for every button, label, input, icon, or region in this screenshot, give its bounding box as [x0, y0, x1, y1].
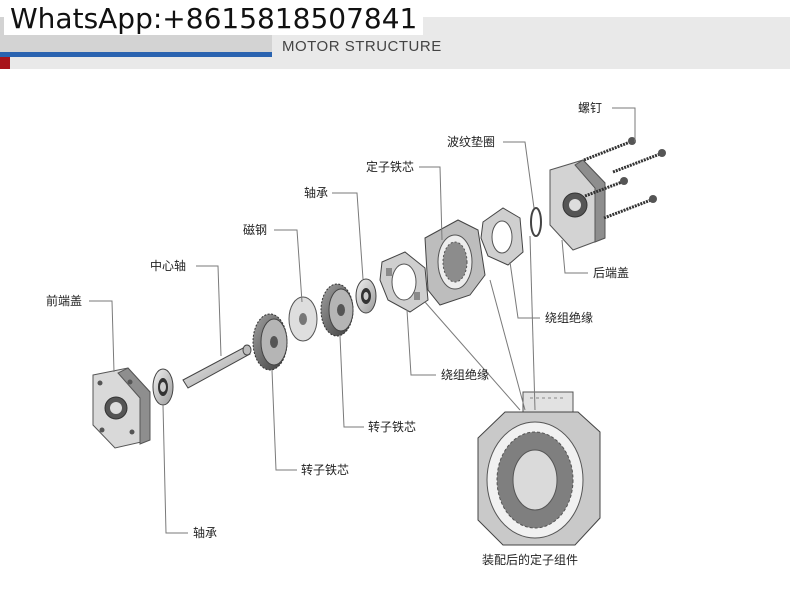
label-rotor-core-left: 转子铁芯 [301, 462, 349, 477]
bearing-bottom-part [152, 368, 174, 406]
rear-cover-part [549, 159, 606, 251]
label-center-shaft: 中心轴 [150, 258, 186, 273]
label-rotor-core-right: 转子铁芯 [368, 419, 416, 434]
label-bearing-bottom: 轴承 [193, 525, 217, 540]
rotor-core-right-part [320, 283, 354, 337]
label-magnet: 磁钢 [243, 222, 267, 237]
leader-lines [89, 107, 636, 534]
label-front-cover: 前端盖 [46, 293, 82, 308]
label-bearing-top: 轴承 [304, 185, 328, 200]
header-red-marker [0, 57, 10, 69]
bearing-top-part [355, 278, 377, 314]
label-stator-core: 定子铁芯 [366, 159, 414, 174]
wave-washer-part [530, 207, 542, 237]
winding-insulation-mid-part [379, 251, 429, 313]
assembled-stator-part [477, 391, 601, 546]
winding-insulation-right-part [480, 207, 524, 266]
label-wave-washer: 波纹垫圈 [447, 134, 495, 149]
magnet-part [288, 296, 318, 342]
center-shaft-part [182, 344, 252, 389]
header-accent-bar [0, 52, 272, 57]
watermark-text: WhatsApp:+8615818507841 [4, 2, 424, 35]
screws-part [583, 137, 666, 220]
label-winding-insulation-right: 绕组绝缘 [545, 310, 593, 325]
label-assembled-stator: 装配后的定子组件 [482, 552, 578, 567]
rotor-core-left-part [252, 313, 288, 371]
label-screws: 螺钉 [578, 101, 602, 115]
label-rear-cover: 后端盖 [593, 266, 629, 280]
label-winding-insulation-mid: 绕组绝缘 [441, 367, 489, 382]
stator-core-part [424, 219, 486, 306]
front-cover-part [92, 367, 151, 449]
header-title-en: MOTOR STRUCTURE [282, 38, 442, 55]
